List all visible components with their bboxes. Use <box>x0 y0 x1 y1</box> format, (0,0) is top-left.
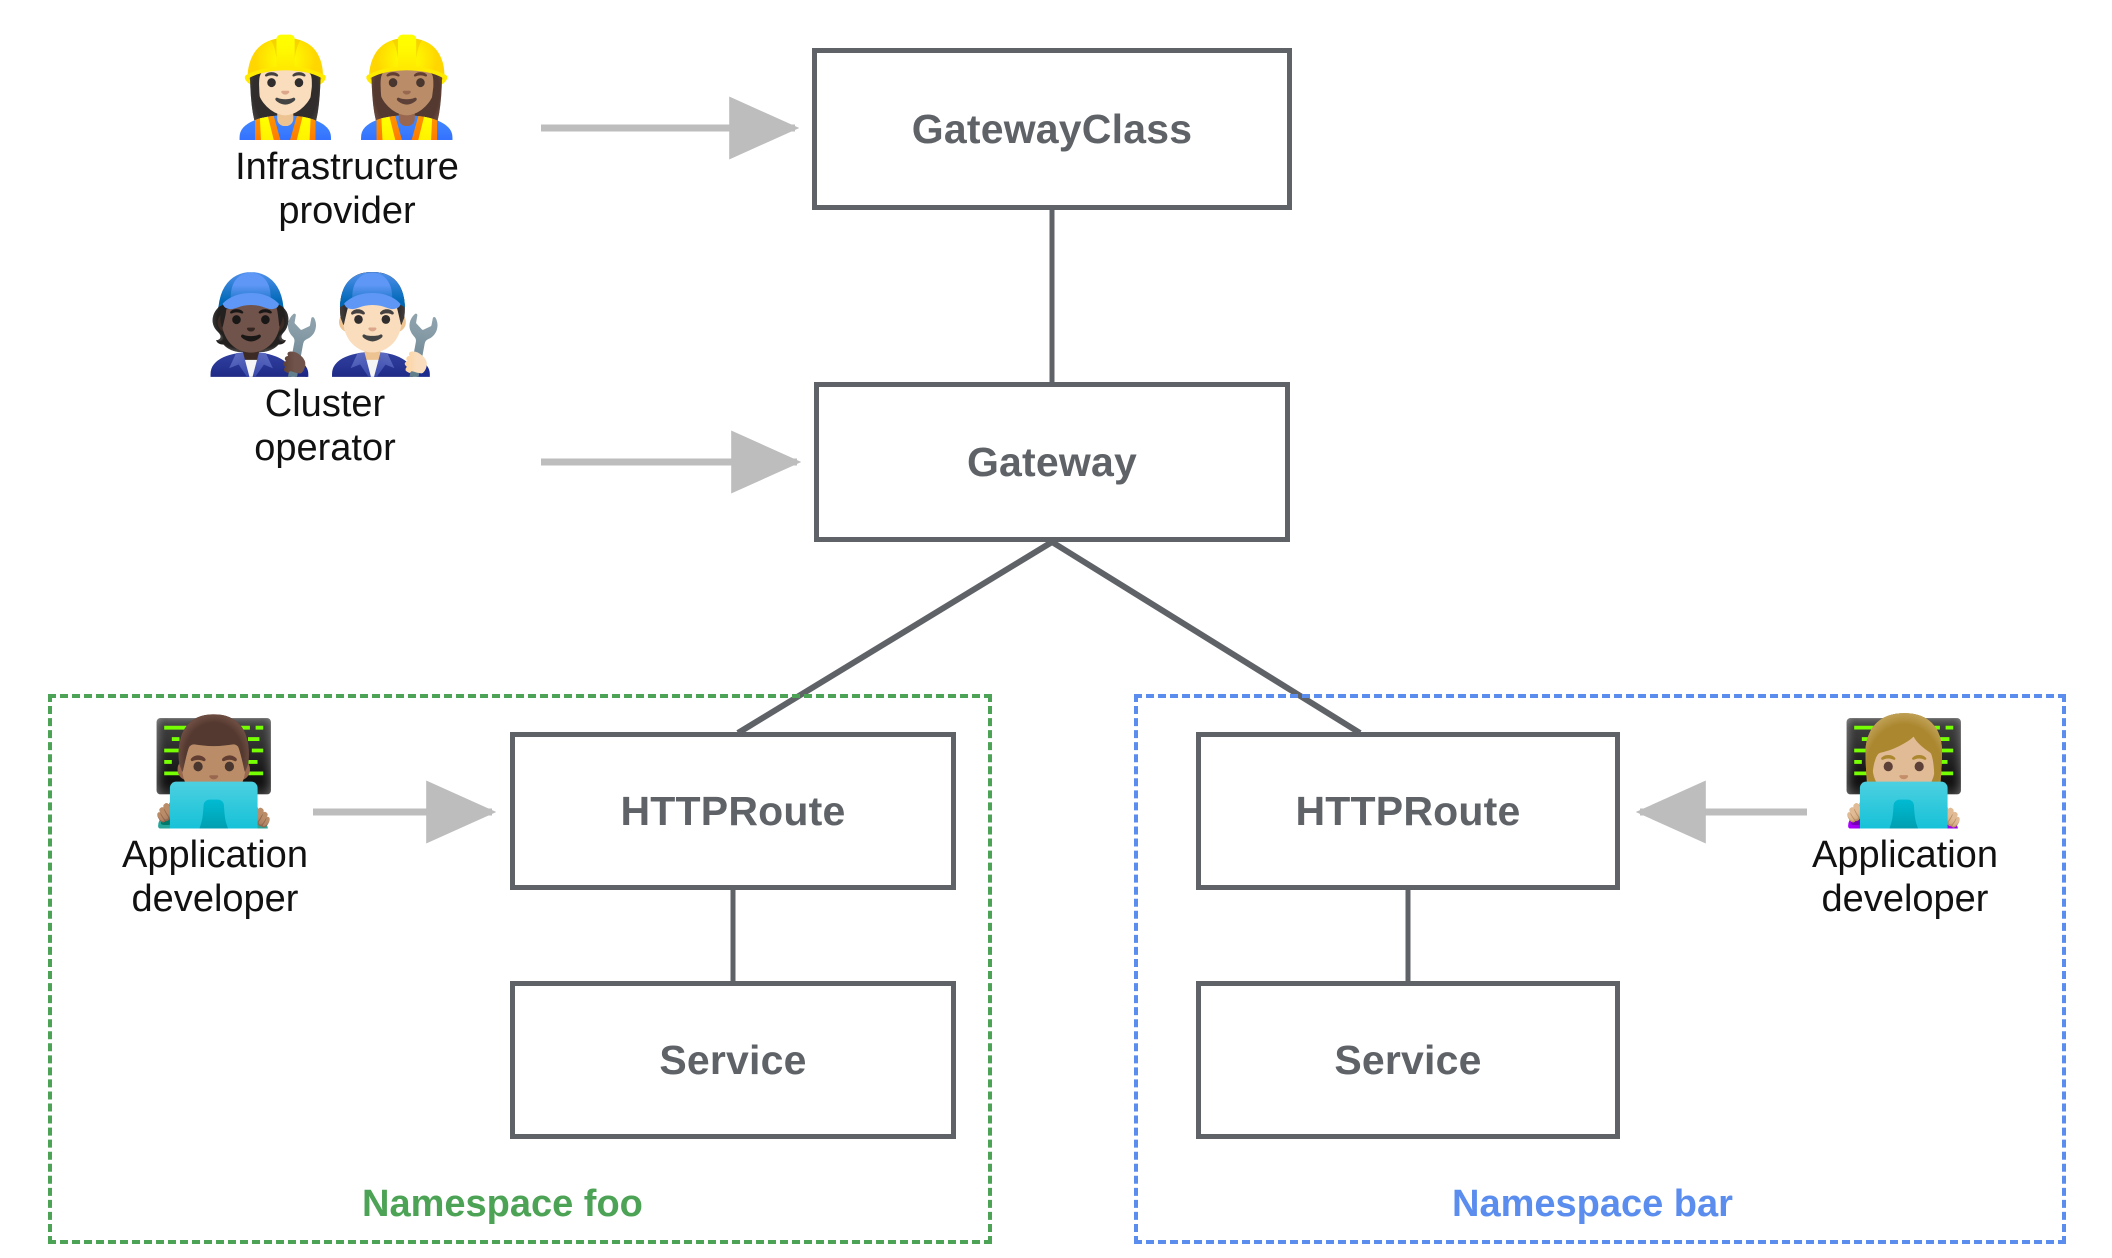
node-gateway[interactable]: Gateway <box>814 382 1290 542</box>
mechanic-people-icon: 🧑🏿‍🔧👨🏻‍🔧 <box>203 271 447 378</box>
node-service-foo-label: Service <box>659 1036 807 1083</box>
actor-application-developer-foo-label: Application developer <box>122 834 308 921</box>
node-service-bar-label: Service <box>1334 1036 1482 1083</box>
actor-application-developer-foo: 👨🏽‍💻 Application developer <box>110 714 320 921</box>
node-gateway-label: Gateway <box>966 438 1138 485</box>
namespace-label-bar: Namespace bar <box>1452 1183 1733 1225</box>
actor-cluster-operator: 🧑🏿‍🔧👨🏻‍🔧 Cluster operator <box>200 271 450 470</box>
node-service-bar[interactable]: Service <box>1196 981 1620 1139</box>
namespace-label-foo: Namespace foo <box>362 1183 643 1225</box>
node-service-foo[interactable]: Service <box>510 981 956 1139</box>
namespace-group-foo <box>48 694 992 1244</box>
actor-application-developer-bar: 👩🏼‍💻 Application developer <box>1800 714 2010 921</box>
node-httproute-foo-label: HTTPRoute <box>620 787 846 834</box>
actor-application-developer-bar-label: Application developer <box>1812 834 1998 921</box>
node-gatewayclass[interactable]: GatewayClass <box>812 48 1292 210</box>
actor-infrastructure-provider-label: Infrastructure provider <box>235 145 459 232</box>
man-technologist-icon: 👨🏽‍💻 <box>149 714 281 830</box>
namespace-group-bar <box>1134 694 2066 1244</box>
node-httproute-bar-label: HTTPRoute <box>1295 787 1521 834</box>
node-httproute-foo[interactable]: HTTPRoute <box>510 732 956 890</box>
construction-worker-women-icon: 👷🏻‍♀️👷🏽‍♀️ <box>225 34 469 141</box>
actor-infrastructure-provider: 👷🏻‍♀️👷🏽‍♀️ Infrastructure provider <box>222 34 472 233</box>
node-httproute-bar[interactable]: HTTPRoute <box>1196 732 1620 890</box>
node-gatewayclass-label: GatewayClass <box>911 105 1193 152</box>
actor-cluster-operator-label: Cluster operator <box>254 382 396 469</box>
woman-technologist-icon: 👩🏼‍💻 <box>1839 714 1971 830</box>
